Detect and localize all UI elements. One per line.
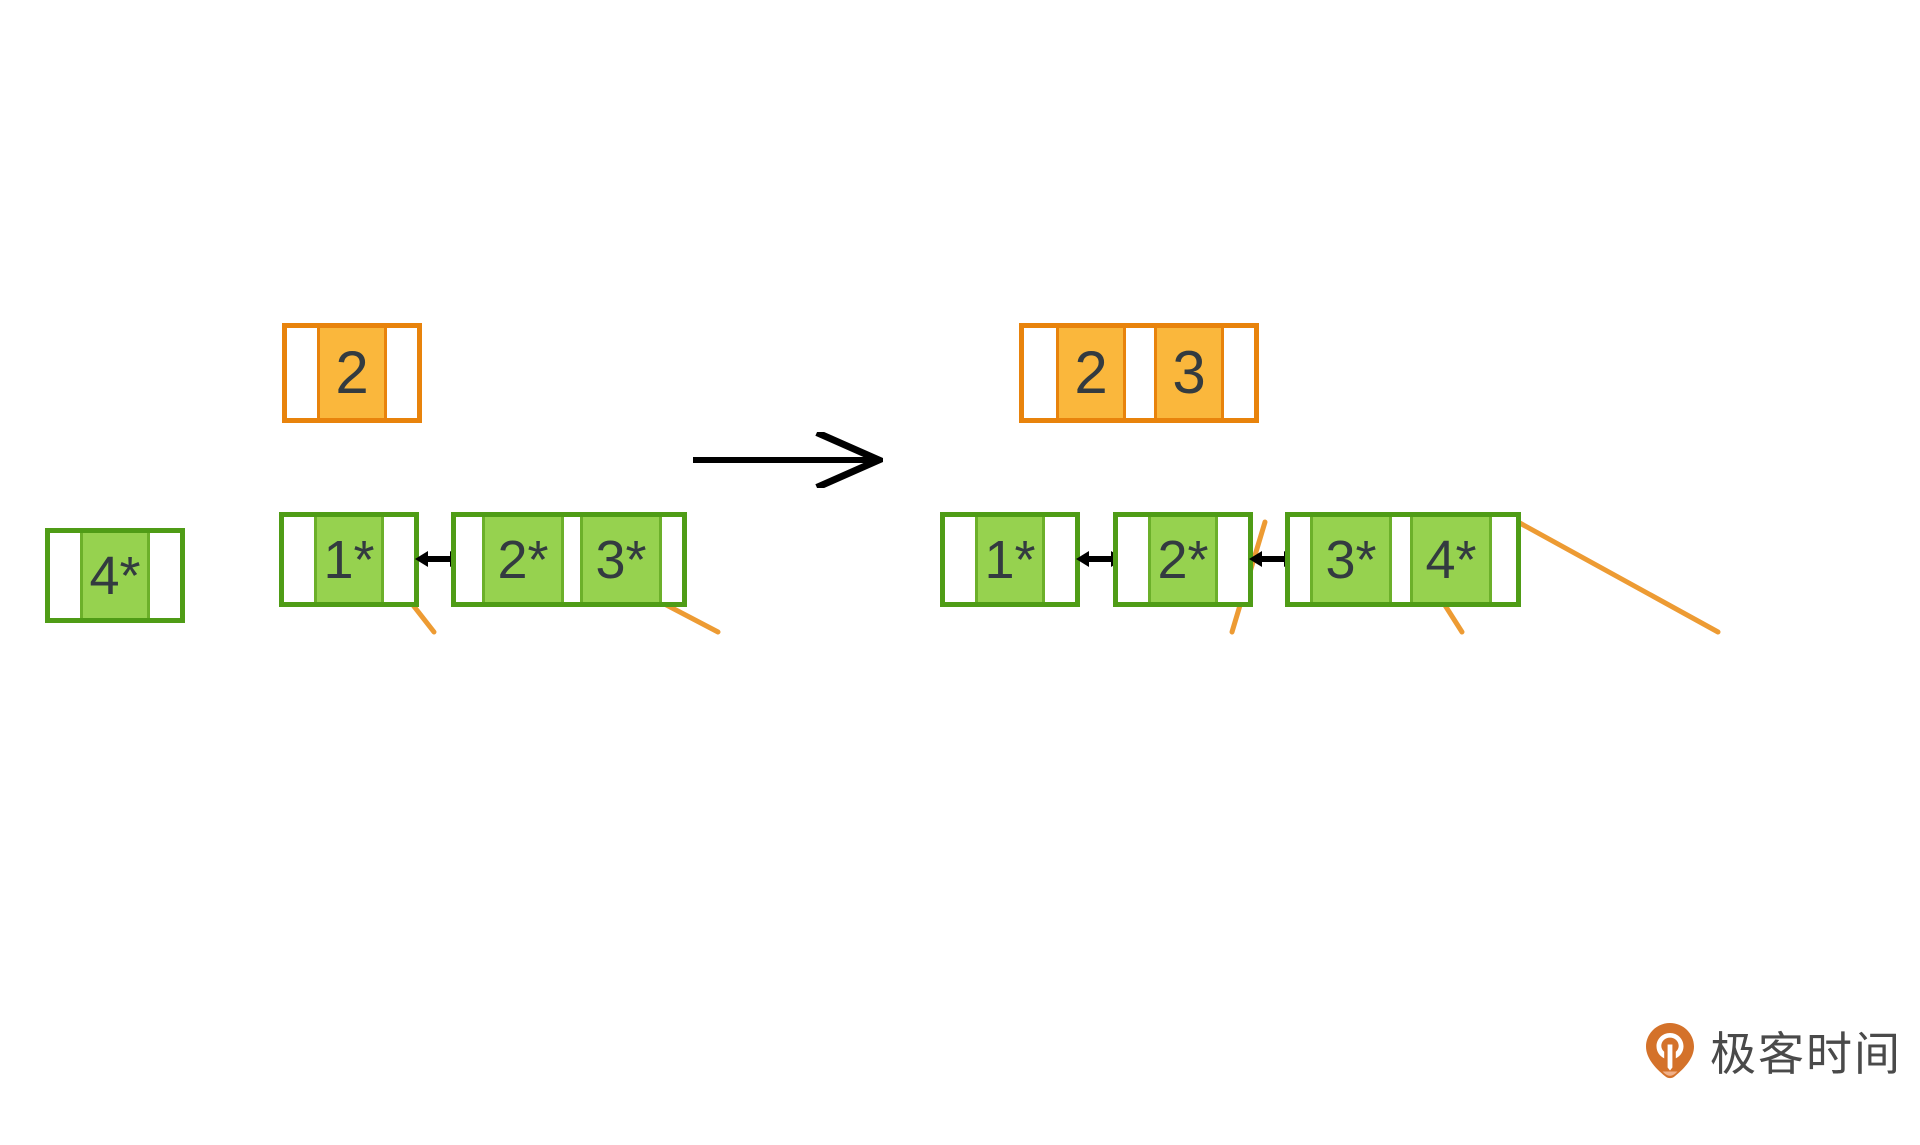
before-root-pointer-0 xyxy=(287,328,317,418)
geektime-pin-logo-icon xyxy=(1646,1023,1694,1079)
after-leaf-0-pointer-right xyxy=(1045,517,1075,602)
before-root-key-0: 2 xyxy=(317,328,387,418)
after-leaf-1-pointer-left xyxy=(1118,517,1148,602)
inserted-key-left-pointer xyxy=(50,533,80,618)
before-leaf-0-key-0: 1* xyxy=(314,517,384,602)
after-root-key-0: 2 xyxy=(1056,328,1126,418)
after-root-pointer-1 xyxy=(1126,328,1154,418)
before-leaf-1-pointer-right xyxy=(662,517,682,602)
before-leaf-1-key-1: 3* xyxy=(580,517,662,602)
after-root-pointer-2 xyxy=(1224,328,1254,418)
after-leaf-2-pointer-left xyxy=(1290,517,1310,602)
after-root-node: 2 3 xyxy=(1019,323,1259,423)
before-leaf-0-pointer-right xyxy=(384,517,414,602)
after-leaf-1-key-0: 2* xyxy=(1148,517,1218,602)
inserted-key-node: 4* xyxy=(45,528,185,623)
after-leaf-0-pointer-left xyxy=(945,517,975,602)
watermark: 极客时间 xyxy=(1644,1018,1902,1084)
after-leaf-2: 3* 4* xyxy=(1285,512,1521,607)
before-leaf-1-pointer-mid xyxy=(564,517,580,602)
after-leaf-2-key-1: 4* xyxy=(1410,517,1492,602)
before-leaf-0: 1* xyxy=(279,512,419,607)
after-leaf-0: 1* xyxy=(940,512,1080,607)
after-leaf-1: 2* xyxy=(1113,512,1253,607)
after-leaf-2-pointer-right xyxy=(1492,517,1516,602)
inserted-key-value: 4* xyxy=(80,533,150,618)
after-root-pointer-0 xyxy=(1024,328,1056,418)
after-root-key-1: 3 xyxy=(1154,328,1224,418)
before-leaf-1-pointer-left xyxy=(456,517,482,602)
before-root-node: 2 xyxy=(282,323,422,423)
after-leaf-1-pointer-right xyxy=(1218,517,1248,602)
after-leaf-2-pointer-mid xyxy=(1392,517,1410,602)
before-leaf-1-key-0: 2* xyxy=(482,517,564,602)
before-leaf-1: 2* 3* xyxy=(451,512,687,607)
before-root-pointer-1 xyxy=(387,328,417,418)
transition-arrow xyxy=(693,432,883,488)
after-leaf-2-key-0: 3* xyxy=(1310,517,1392,602)
before-leaf-0-pointer-left xyxy=(284,517,314,602)
inserted-key-right-pointer xyxy=(150,533,180,618)
after-leaf-0-key-0: 1* xyxy=(975,517,1045,602)
watermark-text: 极客时间 xyxy=(1710,1027,1902,1081)
